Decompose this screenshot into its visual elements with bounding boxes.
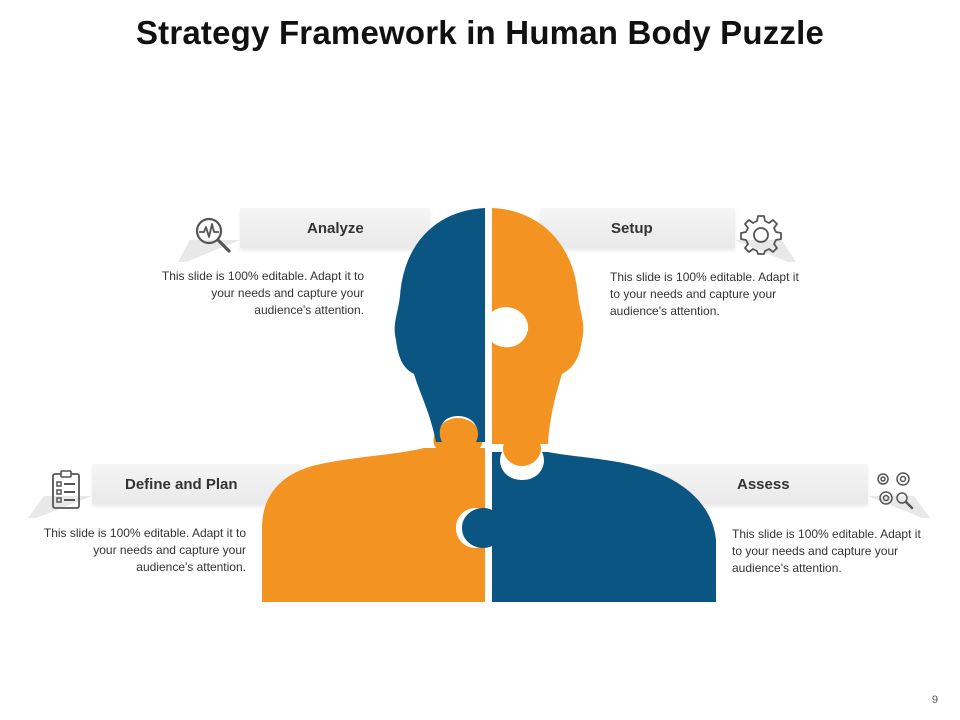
define-and-plan-label: Define and Plan	[125, 475, 238, 493]
setup-description: This slide is 100% editable. Adapt it to…	[610, 270, 799, 318]
page-number: 9	[931, 694, 938, 706]
analyze-description: This slide is 100% editable. Adapt it to…	[161, 269, 364, 317]
analyze-label: Analyze	[307, 219, 364, 237]
puzzle-piece-head-right	[492, 208, 584, 466]
banner-define-and-plan: Define and Plan	[92, 464, 300, 504]
puzzle-piece-head-left	[394, 208, 485, 442]
banner-setup: Setup	[540, 208, 735, 248]
banner-analyze: Analyze	[240, 208, 430, 248]
gears-magnifier-icon	[874, 470, 914, 510]
puzzle-piece-body-right	[462, 452, 716, 602]
setup-label: Setup	[611, 219, 653, 237]
assess-label: Assess	[737, 475, 790, 493]
slide-title: Strategy Framework in Human Body Puzzle	[135, 14, 825, 51]
assess-arrow-tip	[868, 496, 930, 518]
define-and-plan-description: This slide is 100% editable. Adapt it to…	[43, 526, 246, 574]
define-arrow-tip	[28, 496, 92, 518]
puzzle-piece-body-left	[262, 418, 485, 602]
checklist-clipboard-icon	[51, 470, 81, 510]
assess-description: This slide is 100% editable. Adapt it to…	[732, 527, 921, 575]
gear-icon	[740, 213, 782, 255]
magnifier-heartbeat-icon	[193, 215, 233, 255]
